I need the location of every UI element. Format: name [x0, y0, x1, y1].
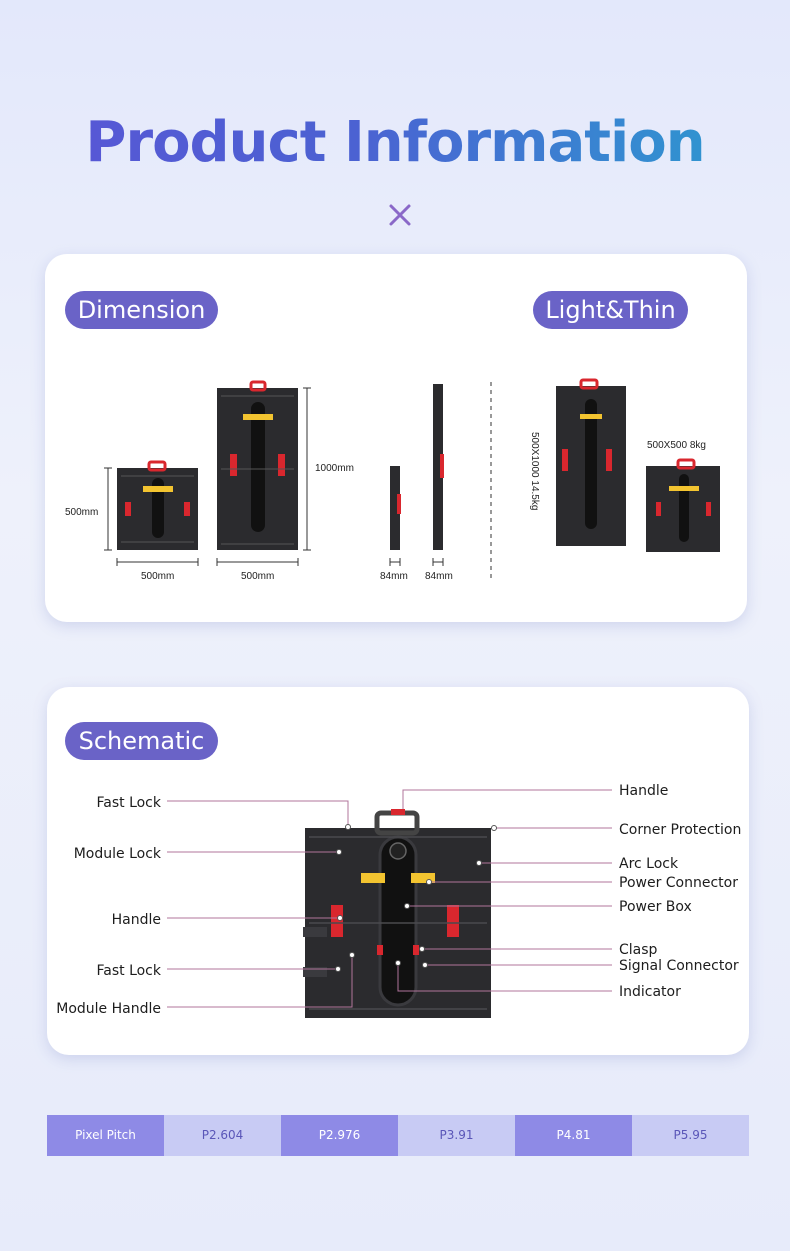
callout-power-connector: Power Connector — [619, 875, 738, 891]
cross-icon — [389, 204, 411, 226]
small-spec-label: 500X500 8kg — [647, 440, 706, 451]
callout-signal-connector: Signal Connector — [619, 958, 739, 974]
callout-module-lock: Module Lock — [74, 846, 162, 862]
light-thin-pill: Light&Thin — [533, 291, 688, 329]
callout-power-box: Power Box — [619, 899, 692, 915]
callout-module-handle: Module Handle — [56, 1001, 161, 1017]
small-panel-front — [117, 460, 198, 550]
callout-corner-protection: Corner Protection — [619, 822, 741, 838]
large-width-label: 500mm — [241, 571, 274, 582]
callout-arc-lock: Arc Lock — [619, 856, 679, 872]
schematic-diagram: Fast Lock Module Lock Handle Fast Lock M… — [56, 783, 741, 1018]
depth-large-label: 84mm — [425, 571, 453, 582]
pixel-pitch-header: Pixel Pitch — [47, 1115, 164, 1156]
callout-fast-lock-top: Fast Lock — [96, 795, 161, 811]
callout-handle-left: Handle — [112, 912, 161, 928]
callout-indicator: Indicator — [619, 984, 681, 1000]
callout-clasp: Clasp — [619, 942, 658, 958]
schematic-card: Schematic — [47, 687, 749, 1055]
callout-fast-lock-bottom: Fast Lock — [96, 963, 161, 979]
schematic-panel — [303, 809, 491, 1018]
page-title: Product Information — [0, 110, 790, 175]
depth-small-label: 84mm — [380, 571, 408, 582]
pixel-pitch-cell: P2.604 — [164, 1115, 281, 1156]
small-width-label: 500mm — [141, 571, 174, 582]
tall-spec-label: 500X1000 14.5kg — [529, 432, 540, 510]
schematic-pill: Schematic — [65, 722, 218, 760]
large-height-label: 1000mm — [315, 463, 354, 474]
large-panel-front — [217, 380, 298, 550]
tall-panel-rear — [556, 378, 626, 546]
dimension-pill: Dimension — [65, 291, 218, 329]
dimension-card: Dimension Light&Thin — [45, 254, 747, 622]
pixel-pitch-cell: P4.81 — [515, 1115, 632, 1156]
side-view-large — [433, 384, 444, 550]
small-panel-rear — [646, 458, 720, 552]
dimension-drawings: 500mm 500mm 500mm 1000mm 84mm 84mm 500X1… — [65, 378, 720, 582]
pixel-pitch-table: Pixel Pitch P2.604 P2.976 P3.91 P4.81 P5… — [47, 1115, 749, 1156]
side-view-small — [390, 466, 401, 550]
pixel-pitch-cell: P5.95 — [632, 1115, 749, 1156]
pixel-pitch-cell: P3.91 — [398, 1115, 515, 1156]
callout-handle-top: Handle — [619, 783, 668, 799]
pixel-pitch-cell: P2.976 — [281, 1115, 398, 1156]
small-height-label: 500mm — [65, 507, 98, 518]
